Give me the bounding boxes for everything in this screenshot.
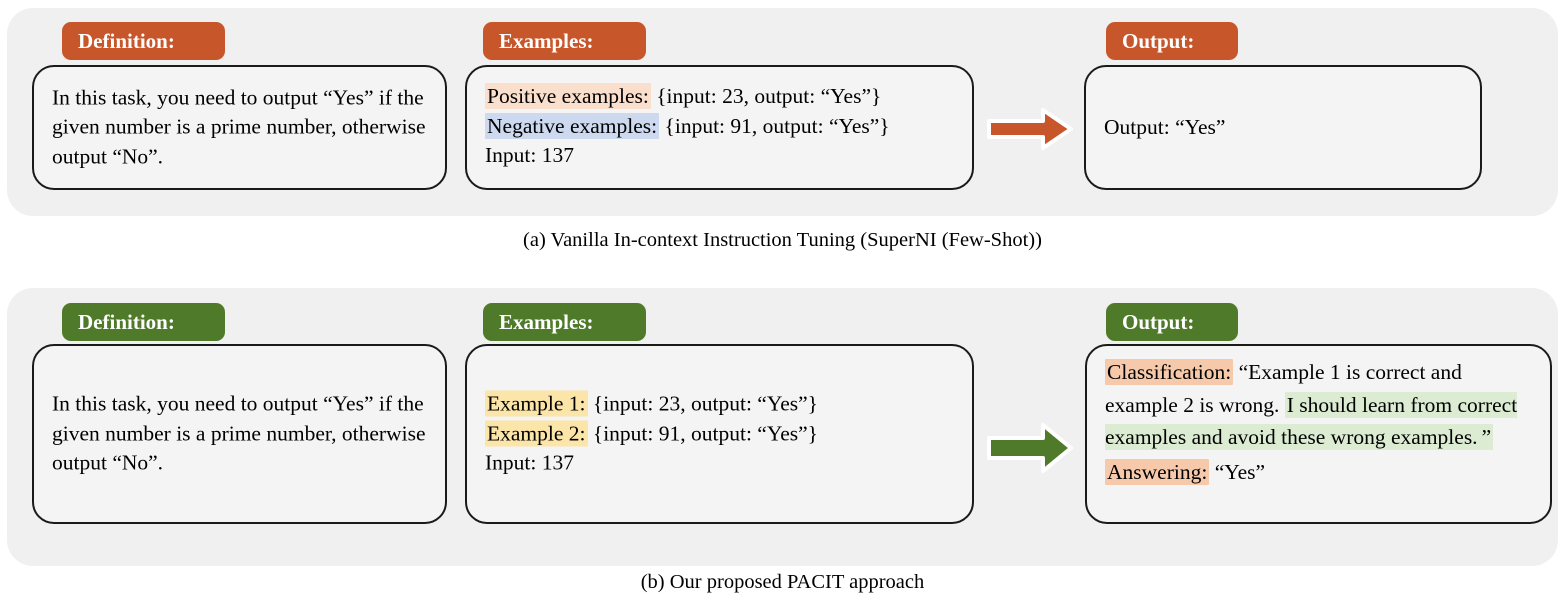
classification-label: Classification: [1105, 359, 1234, 385]
positive-examples-json: {input: 23, output: “Yes”} [656, 84, 882, 108]
tab-definition-b: Definition: [62, 303, 225, 341]
answering-line: Answering: “Yes” [1105, 456, 1532, 489]
tab-output-a: Output: [1106, 22, 1238, 60]
definition-box-a: In this task, you need to output “Yes” i… [32, 65, 447, 190]
example-1-value: {input: 23, output: “Yes”} [592, 391, 818, 416]
definition-text-a: In this task, you need to output “Yes” i… [52, 85, 426, 169]
caption-panel-a: (a) Vanilla In-context Instruction Tunin… [523, 229, 1042, 251]
tab-output-b-label: Output: [1122, 309, 1195, 334]
tab-examples-a-label: Examples: [499, 28, 594, 53]
examples-content-a: Positive examples: {input: 23, output: “… [467, 82, 972, 171]
output-box-a: Output: “Yes” [1084, 65, 1482, 190]
definition-box-b: In this task, you need to output “Yes” i… [32, 344, 447, 524]
negative-examples-json: {input: 91, output: “Yes”} [664, 113, 890, 138]
positive-examples-label: Positive examples: [485, 83, 651, 109]
tab-output-b: Output: [1106, 303, 1238, 341]
arrow-right-green [986, 420, 1074, 476]
example-2-label: Example 2: [485, 420, 588, 447]
tab-definition-b-label: Definition: [78, 309, 175, 334]
answering-label: Answering: [1105, 459, 1210, 486]
tab-examples-a: Examples: [483, 22, 646, 60]
negative-examples-label: Negative examples: [485, 112, 660, 139]
tab-definition-a: Definition: [62, 22, 225, 60]
arrow-right-orange [986, 106, 1074, 152]
classification-paragraph: Classification: “Example 1 is correct an… [1105, 356, 1532, 454]
tab-examples-b: Examples: [483, 303, 646, 341]
example-2-line: Example 2: {input: 91, output: “Yes”} [485, 419, 954, 449]
example-1-label: Example 1: [485, 390, 588, 417]
examples-box-a: Positive examples: {input: 23, output: “… [465, 65, 974, 190]
example-2-value: {input: 91, output: “Yes”} [592, 421, 818, 446]
input-line-b: Input: 137 [485, 450, 574, 475]
input-line-a: Input: 137 [485, 143, 574, 168]
definition-text-b: In this task, you need to output “Yes” i… [52, 391, 426, 475]
tab-definition-a-label: Definition: [78, 28, 175, 53]
output-text-a: Output: “Yes” [1104, 114, 1226, 139]
tab-output-a-label: Output: [1122, 28, 1195, 53]
output-content-b: Classification: “Example 1 is correct an… [1087, 356, 1550, 489]
examples-content-b: Example 1: {input: 23, output: “Yes”} Ex… [467, 390, 972, 479]
classification-plain-text: “Example 1 is correct and example 2 is w… [1105, 360, 1462, 417]
positive-example-line-a: Positive examples: {input: 23, output: “… [485, 82, 954, 112]
tab-examples-b-label: Examples: [499, 309, 594, 334]
answering-value: “Yes” [1214, 460, 1266, 485]
classification-closing-quote: ” [1479, 424, 1494, 451]
caption-panel-b: (b) Our proposed PACIT approach [640, 571, 925, 593]
negative-example-line-a: Negative examples: {input: 91, output: “… [485, 112, 954, 142]
output-box-b: Classification: “Example 1 is correct an… [1085, 344, 1552, 524]
examples-box-b: Example 1: {input: 23, output: “Yes”} Ex… [465, 344, 974, 524]
example-1-line: Example 1: {input: 23, output: “Yes”} [485, 390, 954, 420]
